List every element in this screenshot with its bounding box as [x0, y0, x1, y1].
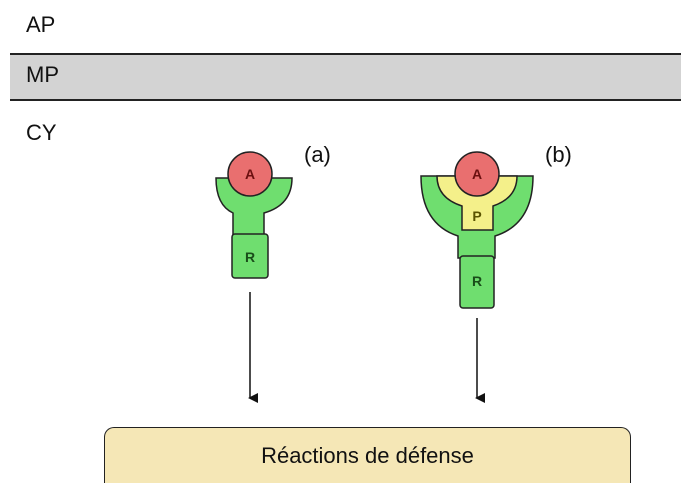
- ligand-b-circle: [454, 151, 500, 197]
- ligand-a-letter: A: [245, 166, 255, 182]
- membrane-label: MP: [26, 62, 59, 87]
- receptor-b-letter: R: [472, 273, 482, 289]
- ligand-b: A: [454, 151, 500, 197]
- receptor-a-letter: R: [245, 249, 255, 265]
- ligand-a-circle: [227, 151, 273, 197]
- defense-reactions-label: Réactions de défense: [261, 442, 474, 468]
- partner-protein: P: [436, 175, 518, 231]
- partner-shape: [436, 175, 518, 231]
- panel-b-label: (b): [545, 142, 572, 167]
- cytoplasm-label: CY: [26, 120, 57, 145]
- defense-reactions-box: Réactions de défense: [104, 427, 631, 483]
- receptor-b-stalk: [459, 255, 495, 309]
- receptor-a-stalk: [231, 233, 269, 279]
- plasma-membrane: [10, 53, 681, 101]
- ligand-b-letter: A: [472, 166, 482, 182]
- panel-b: (b) R P A: [420, 142, 572, 403]
- ligand-a: A: [227, 151, 273, 197]
- apoplast-label: AP: [26, 12, 56, 37]
- panel-a: (a) R A: [215, 142, 331, 403]
- receptor-a: R: [215, 177, 293, 279]
- partner-letter: P: [472, 208, 481, 224]
- panel-a-label: (a): [304, 142, 331, 167]
